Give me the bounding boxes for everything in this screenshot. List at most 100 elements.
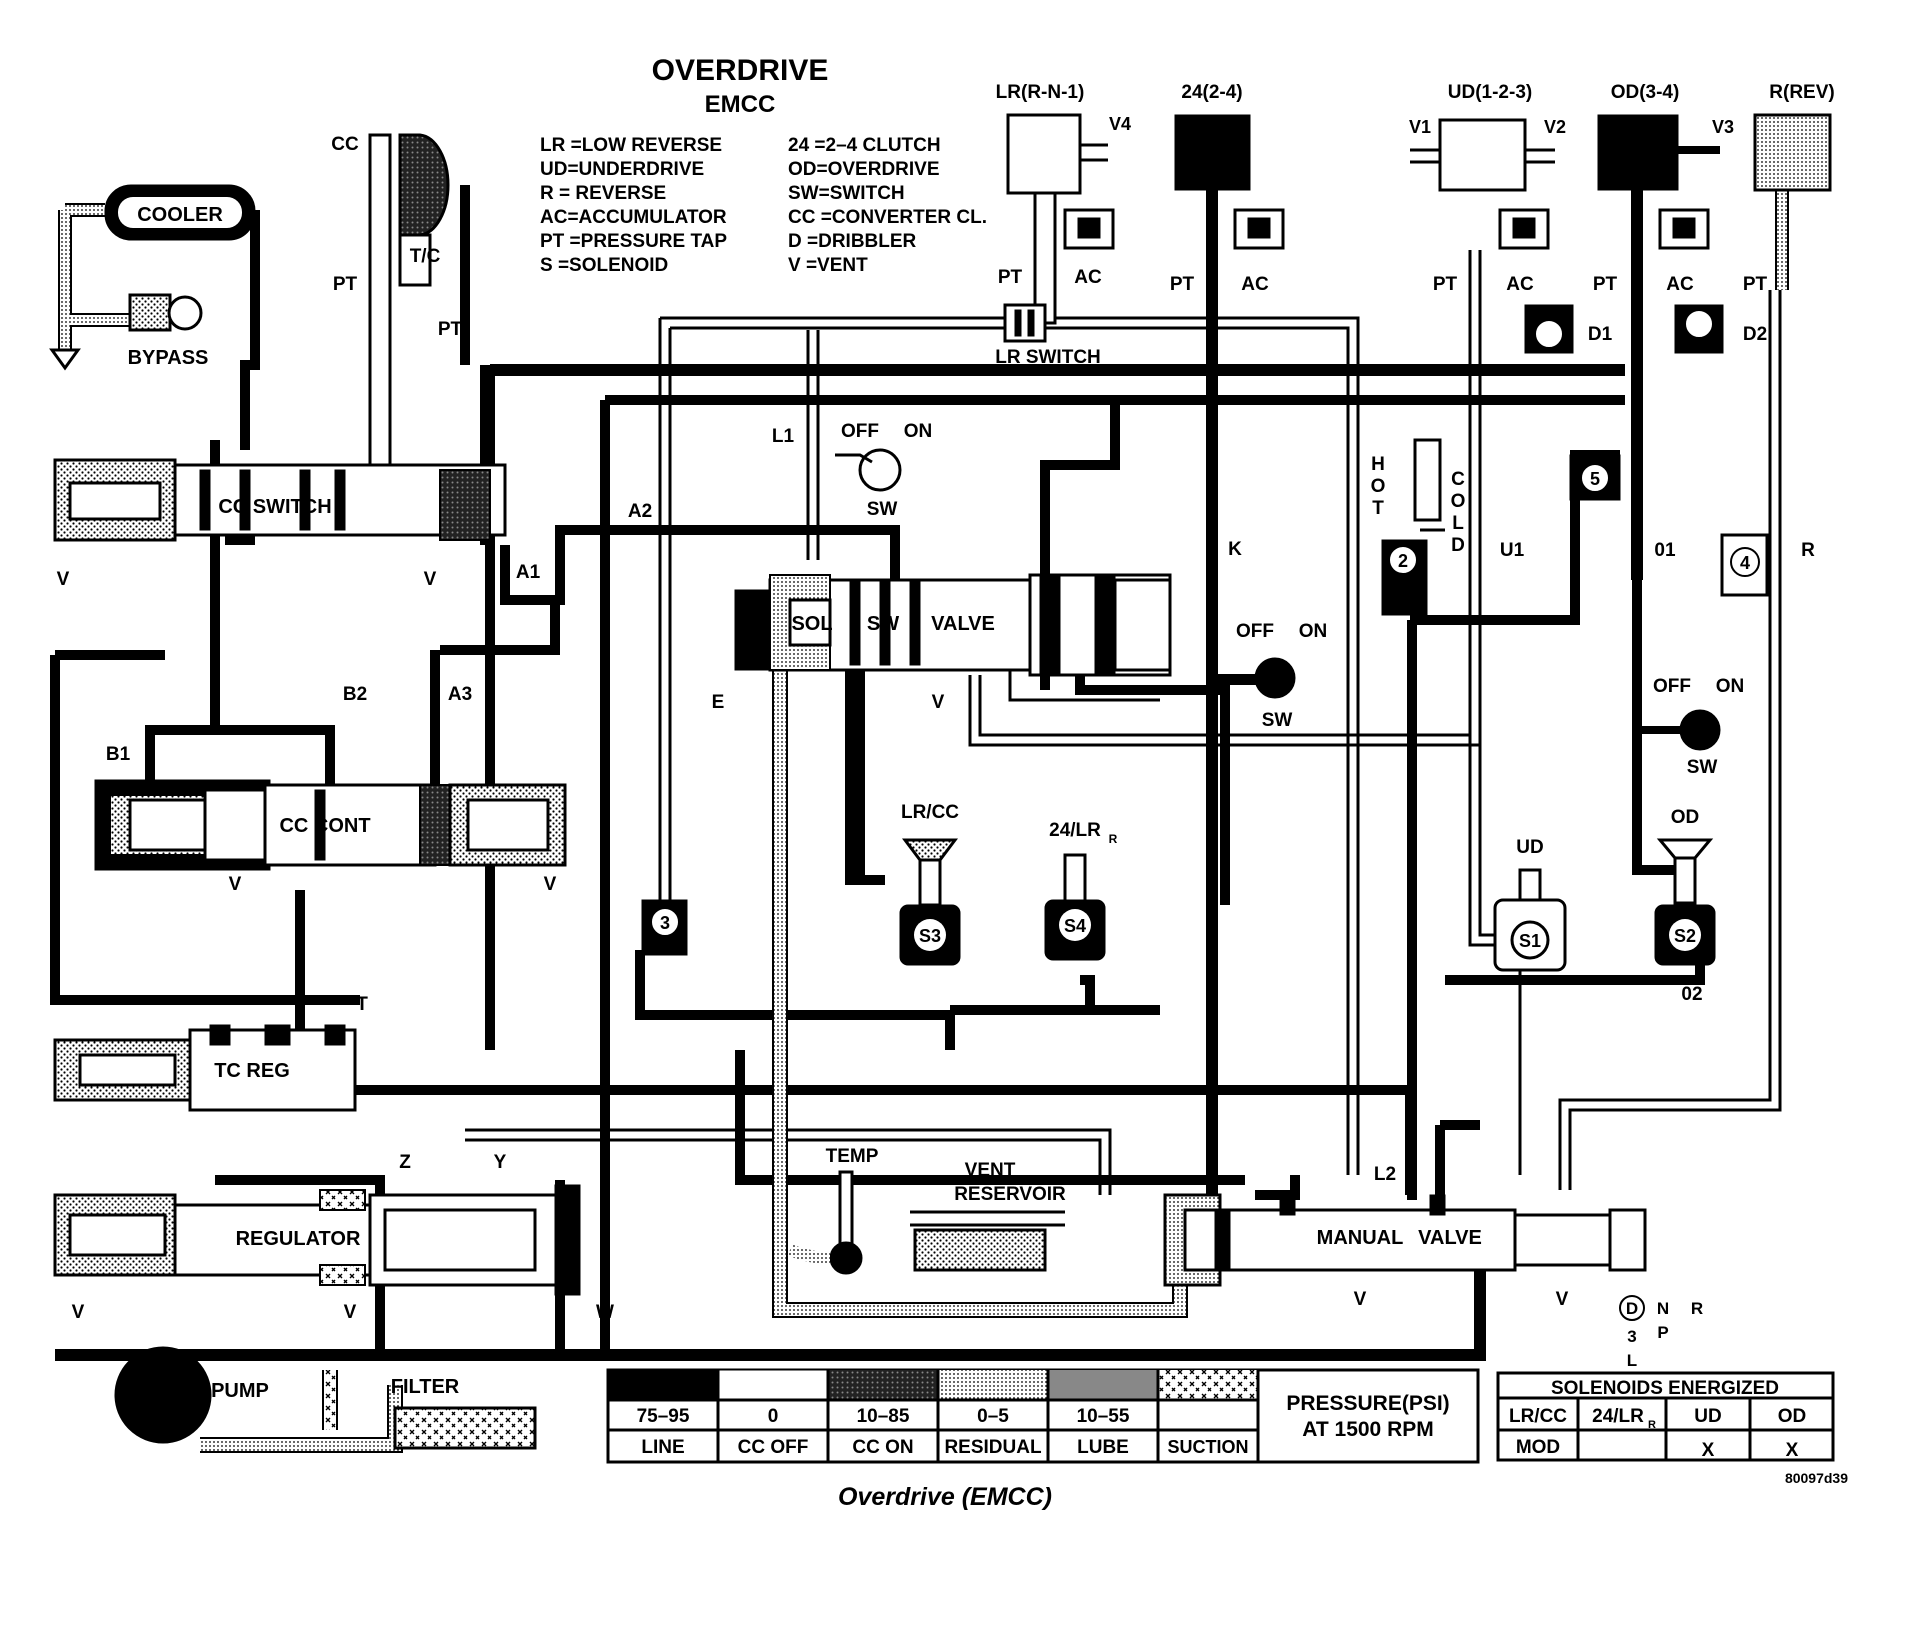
pressure-tap-label: PT [333, 274, 358, 295]
vent-reservoir-label: RESERVOIR [954, 1184, 1066, 1205]
switch-label: SW [1262, 710, 1293, 731]
dribbler-d1-label: D1 [1588, 324, 1613, 345]
line-l2-label: L2 [1374, 1164, 1396, 1185]
solenoid-table-cell: X [1702, 1440, 1715, 1461]
vent-v2-label: V2 [1544, 117, 1566, 137]
gear-position-n: N [1657, 1299, 1669, 1318]
l1-pressure-switch: L1 OFF ON SW [772, 421, 932, 520]
swatch-cc-on [828, 1370, 938, 1400]
gear-position-r: R [1691, 1299, 1703, 1318]
pump: PUMP [114, 1346, 269, 1444]
solenoid-s2: OD S2 02 [1654, 807, 1716, 1005]
clutch-lr: LR(R-N-1) V4 PT AC LR SWITCH [995, 82, 1131, 368]
solenoid-number: S2 [1674, 926, 1696, 946]
clutch-od-label: OD(3-4) [1611, 82, 1680, 103]
abbr-item: SW=SWITCH [788, 183, 905, 204]
solenoid-table-header: UD [1694, 1406, 1721, 1427]
swatch-suction [1158, 1370, 1258, 1400]
line-pressure-circuits [50, 190, 1705, 1361]
swatch-lube [1048, 1370, 1158, 1400]
solenoid-number: S3 [919, 926, 941, 946]
swatch-cc-off [717, 1369, 829, 1401]
solenoid-od-label: OD [1671, 807, 1700, 828]
gear-position-p: P [1657, 1323, 1668, 1342]
line-e-label: E [712, 692, 725, 713]
figure-id: 80097d39 [1785, 1470, 1848, 1486]
check-ball-5: 5 [1569, 454, 1621, 501]
vent-reservoir-label: VENT [965, 1160, 1016, 1181]
dribbler-d2: D2 [1674, 304, 1767, 354]
legend-name: CC OFF [738, 1437, 809, 1458]
line-w-label: W [596, 1302, 614, 1323]
clutch-lr-label: LR(R-N-1) [996, 82, 1085, 103]
accumulator-label: AC [1666, 274, 1694, 295]
vent-v4-label: V4 [1109, 114, 1131, 134]
check-ball-4: 4 R [1720, 533, 1815, 597]
tc-reg-label: TC REG [214, 1060, 290, 1082]
legend-name: LINE [641, 1437, 684, 1458]
temp-label: TEMP [826, 1146, 879, 1167]
legend-name: LUBE [1077, 1437, 1129, 1458]
manual-label: MANUAL [1317, 1227, 1404, 1249]
line-u1-label: U1 [1500, 540, 1525, 561]
cooler-label: COOLER [137, 204, 223, 226]
vent-label: V [1556, 1289, 1569, 1310]
solenoid-24lr-sub: R [1109, 832, 1118, 846]
temperature-sensor: TEMP [787, 1146, 879, 1275]
line-y-label: Y [494, 1152, 507, 1173]
cc-switch-valve: CC SWITCH V V [53, 458, 507, 590]
pressure-tap-label: PT [1433, 274, 1458, 295]
cc-cont-label: CC CONT [279, 815, 370, 837]
legend-heading: AT 1500 RPM [1302, 1418, 1434, 1441]
vent-label: V [72, 1302, 85, 1323]
clutch-24: 24(2-4) PT AC [1170, 82, 1285, 295]
line-k-label: K [1228, 539, 1242, 560]
switch-on-label: ON [1299, 621, 1328, 642]
solenoid-s3: LR/CC S3 [899, 802, 961, 966]
abbr-item: R = REVERSE [540, 183, 666, 204]
gear-position-d: D [1626, 1299, 1638, 1318]
swatch-residual [938, 1370, 1048, 1400]
clutch-reverse: R(REV) PT [1743, 82, 1835, 295]
legend-name: CC ON [852, 1437, 913, 1458]
clutch-ud-label: UD(1-2-3) [1448, 82, 1532, 103]
bypass-valve: BYPASS [49, 293, 208, 371]
regulator-label: REGULATOR [236, 1228, 361, 1250]
pressure-legend: 75–95 0 10–85 0–5 10–55 LINE CC OFF CC O… [606, 1368, 1480, 1464]
line-02-label: 02 [1681, 984, 1702, 1005]
abbr-item: OD=OVERDRIVE [788, 159, 940, 180]
converter-clutch-label: CC [331, 134, 359, 155]
vent-v1-label: V1 [1409, 117, 1431, 137]
abbr-item: S =SOLENOID [540, 255, 668, 276]
check-ball-number: 3 [660, 913, 670, 933]
vent-reservoir: VENT RESERVOIR [910, 1160, 1066, 1272]
line-l1-label: L1 [772, 426, 795, 447]
abbr-item: D =DRIBBLER [788, 231, 917, 252]
vent-label: V [424, 569, 437, 590]
accumulator-label: AC [1241, 274, 1269, 295]
solenoid-24lr-label: 24/LR [1049, 820, 1101, 841]
manual-valve: MANUAL VALVE L2 V V [1163, 1164, 1647, 1310]
clutch-24-label: 24(2-4) [1181, 82, 1242, 103]
check-ball-number: 2 [1398, 551, 1408, 571]
legend-psi: 0 [768, 1406, 779, 1427]
check-ball-3: 3 [641, 899, 688, 956]
solenoid-number: S1 [1519, 931, 1541, 951]
pressure-tap-label: PT [438, 319, 463, 340]
legend-name: SUCTION [1168, 1437, 1249, 1457]
sw-label: SW [867, 613, 899, 635]
swatch-line [608, 1370, 718, 1400]
switch-off-label: OFF [841, 421, 879, 442]
filter: FILTER [391, 1376, 537, 1450]
switch-on-label: ON [904, 421, 933, 442]
line-01-label: 01 [1654, 540, 1676, 561]
abbr-item: AC=ACCUMULATOR [540, 207, 727, 228]
abbr-item: UD=UNDERDRIVE [540, 159, 704, 180]
legend-psi: 75–95 [637, 1406, 690, 1427]
switch-label: SW [867, 499, 898, 520]
dribbler-d2-label: D2 [1743, 324, 1767, 345]
pressure-tap-label: PT [1593, 274, 1618, 295]
